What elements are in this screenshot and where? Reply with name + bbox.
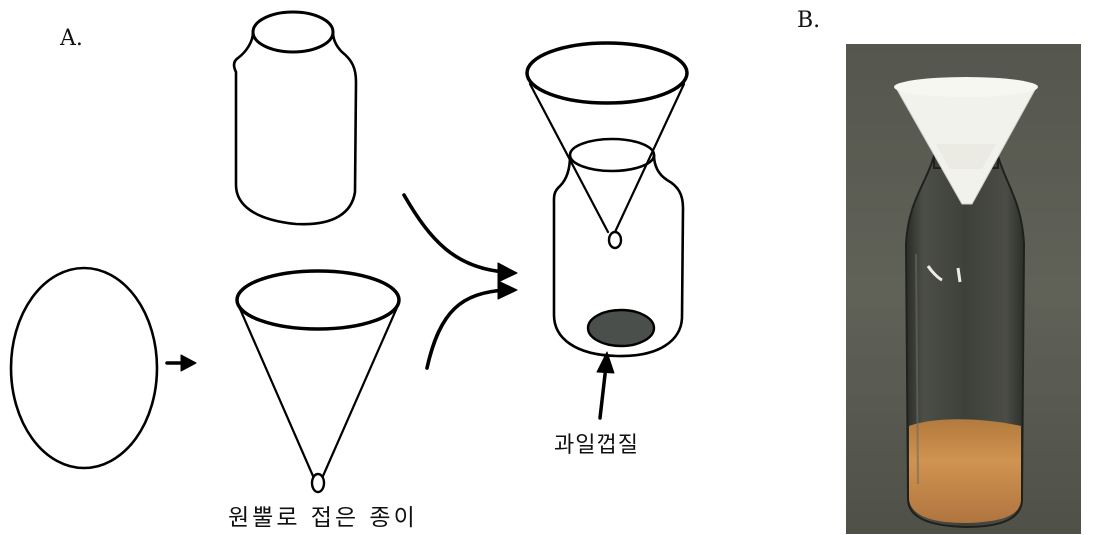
- curved-arrow-upper-icon: [402, 193, 518, 283]
- bottle-photo: [846, 44, 1081, 534]
- bottle-with-funnel: [525, 41, 689, 358]
- panel-a-diagram: [9, 10, 689, 494]
- arrow-right-icon: [165, 354, 197, 372]
- sediment: [909, 419, 1021, 523]
- panel-b-label: B.: [797, 8, 821, 33]
- up-arrow-icon: [596, 351, 615, 420]
- glass-reflection: [915, 253, 919, 485]
- funnel-rim: [894, 77, 1038, 97]
- folded-paper-caption: 원뿔로 접은 종이: [228, 505, 418, 531]
- empty-bottle: [232, 10, 358, 226]
- panel-a-label: A.: [60, 26, 83, 51]
- folded-paper-cone: [235, 269, 401, 494]
- glass-highlight: [926, 265, 962, 283]
- fruit-peel: [586, 308, 656, 348]
- funnel-in-neck: [936, 144, 996, 169]
- fruit-peel-caption: 과일껍질: [554, 433, 639, 458]
- curved-arrow-lower-icon: [425, 280, 518, 370]
- paper-circle: [9, 266, 159, 470]
